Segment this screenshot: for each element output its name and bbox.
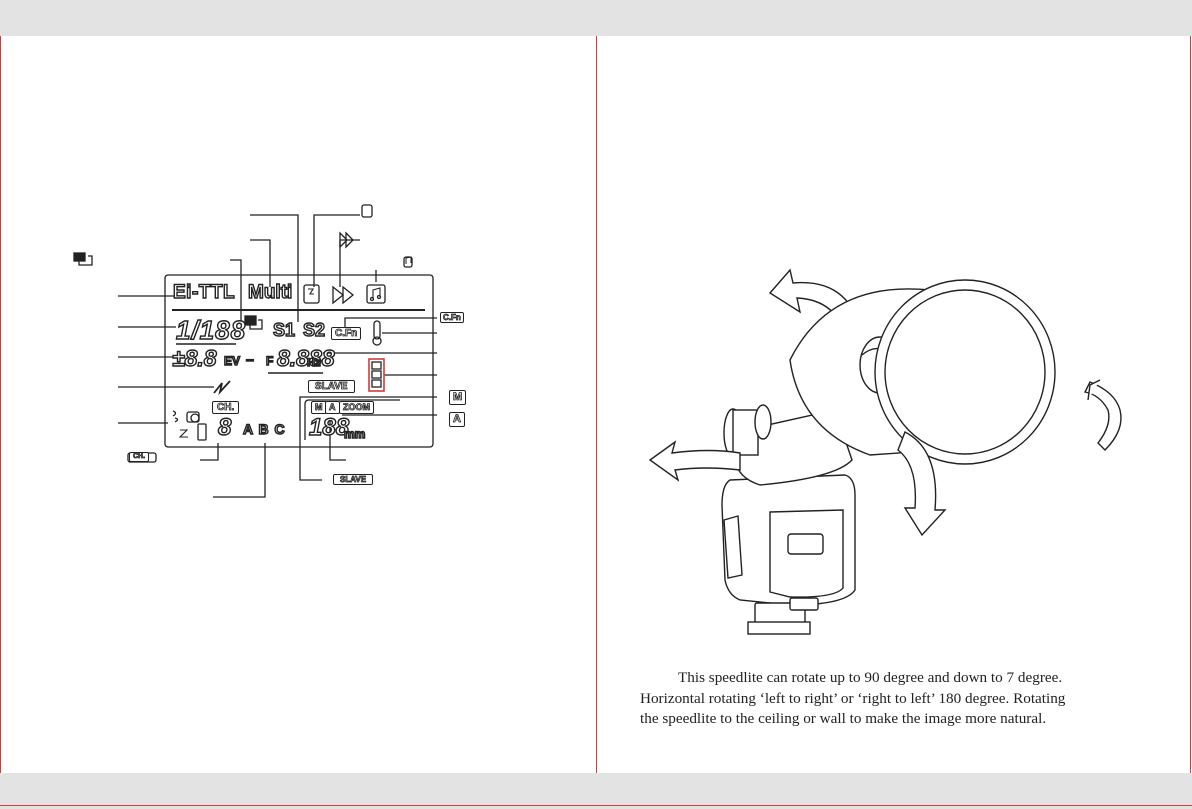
s1-label: S1 <box>272 319 296 340</box>
top-band <box>0 0 1192 36</box>
page-divider-line <box>596 36 597 773</box>
zoom-m-tag: M <box>311 401 327 414</box>
slave-tag: SLAVE <box>308 380 355 393</box>
legend-m-tag: M <box>449 390 467 405</box>
lcd-frame <box>164 274 434 448</box>
speedlite-caption: This speedlite can rotate up to 90 degre… <box>640 668 1140 730</box>
mode-ettl-label: Ei-TTL <box>172 281 236 303</box>
mode-multi-label: Multi <box>247 281 293 303</box>
ev-unit: EV <box>223 353 241 368</box>
zoom-value: 188 <box>308 413 350 441</box>
f-prefix: F <box>265 353 274 368</box>
caption-line-3: the speedlite to the ceiling or wall to … <box>640 710 1047 727</box>
ev-value: ±8.8 <box>171 344 217 371</box>
cfn-tag: C.Fn <box>331 327 362 340</box>
lcd-diagram-lines <box>73 204 437 498</box>
zoom-label-tag: ZOOM <box>339 401 374 414</box>
group-letters: A B C <box>242 420 286 437</box>
music-icon-box <box>366 284 386 304</box>
zoom-unit: mm <box>343 426 366 441</box>
legend-a-tag: A <box>449 412 465 427</box>
frequency-unit: Hz <box>306 356 321 369</box>
bottom-band <box>0 773 1192 809</box>
frequency-value: 8.888 <box>276 344 335 371</box>
s2-label: S2 <box>302 319 326 340</box>
high-speed-sync-icon <box>303 284 320 304</box>
left-margin-line <box>0 36 1 773</box>
legend-cfn-tag: C.Fn <box>440 312 464 323</box>
channel-digit: 8 <box>217 413 232 441</box>
caption-line-1: This speedlite can rotate up to 90 degre… <box>678 669 1063 686</box>
right-margin-line <box>1190 36 1191 773</box>
legend-slave-tag: SLAVE <box>333 474 374 485</box>
channel-tag: CH. <box>212 401 240 414</box>
shutter-speed-value: 1/188 <box>175 314 247 345</box>
bottom-margin-line <box>0 805 1192 806</box>
legend-ch-tag: CH. <box>129 452 150 462</box>
mute-icon <box>332 285 355 305</box>
ev-minus: – <box>245 350 254 367</box>
caption-line-2: Horizontal rotating ‘left to right’ or ‘… <box>640 689 1066 707</box>
